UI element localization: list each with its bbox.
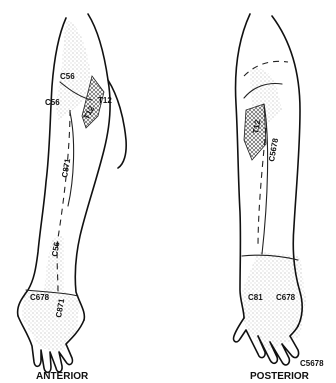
- posterior-label-c81: C81: [248, 293, 263, 302]
- posterior-arm-outline-lateral: [236, 14, 250, 318]
- anterior-label-c871: C871: [60, 157, 72, 178]
- caption-posterior: POSTERIOR: [250, 371, 310, 382]
- anterior-label-c56-top: C56: [60, 72, 75, 81]
- caption-anterior: ANTERIOR: [36, 371, 89, 382]
- anterior-label-c56-mid: C56: [45, 98, 60, 107]
- anterior-label-c678-hand: C678: [30, 293, 50, 302]
- anterior-label-t12: T12: [98, 96, 112, 105]
- anterior-axilla-curve: [108, 80, 126, 168]
- posterior-label-c5678-finger: C5678: [300, 359, 324, 368]
- anterior-arm: [18, 14, 127, 372]
- posterior-arm: [234, 14, 306, 365]
- posterior-label-c678: C678: [276, 293, 296, 302]
- posterior-label-c5678: C5678: [267, 137, 280, 162]
